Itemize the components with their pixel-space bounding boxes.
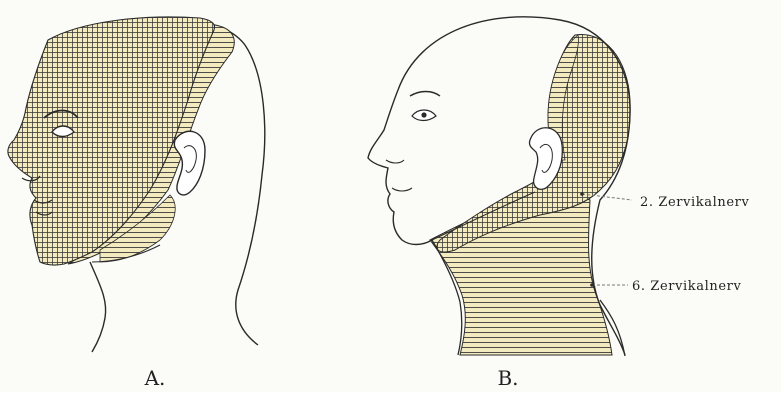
panel-b-label: B. [497, 366, 518, 390]
panel-a-label: A. [144, 366, 166, 390]
leader-dot-c2 [580, 192, 584, 196]
leader-dot-c6 [590, 283, 594, 287]
panel-b-mouth [392, 188, 412, 191]
panel-b-eyebrow [410, 92, 440, 97]
label-c2-nerve: 2. Zervikalnerv [640, 195, 749, 210]
panel-a-neck-outline [90, 262, 106, 352]
panel-b-nostril [386, 160, 404, 163]
panel-b-pupil [421, 112, 426, 117]
label-c6-nerve: 6. Zervikalnerv [632, 279, 741, 294]
panel-b-head [368, 17, 630, 356]
panel-a-head [8, 17, 265, 352]
